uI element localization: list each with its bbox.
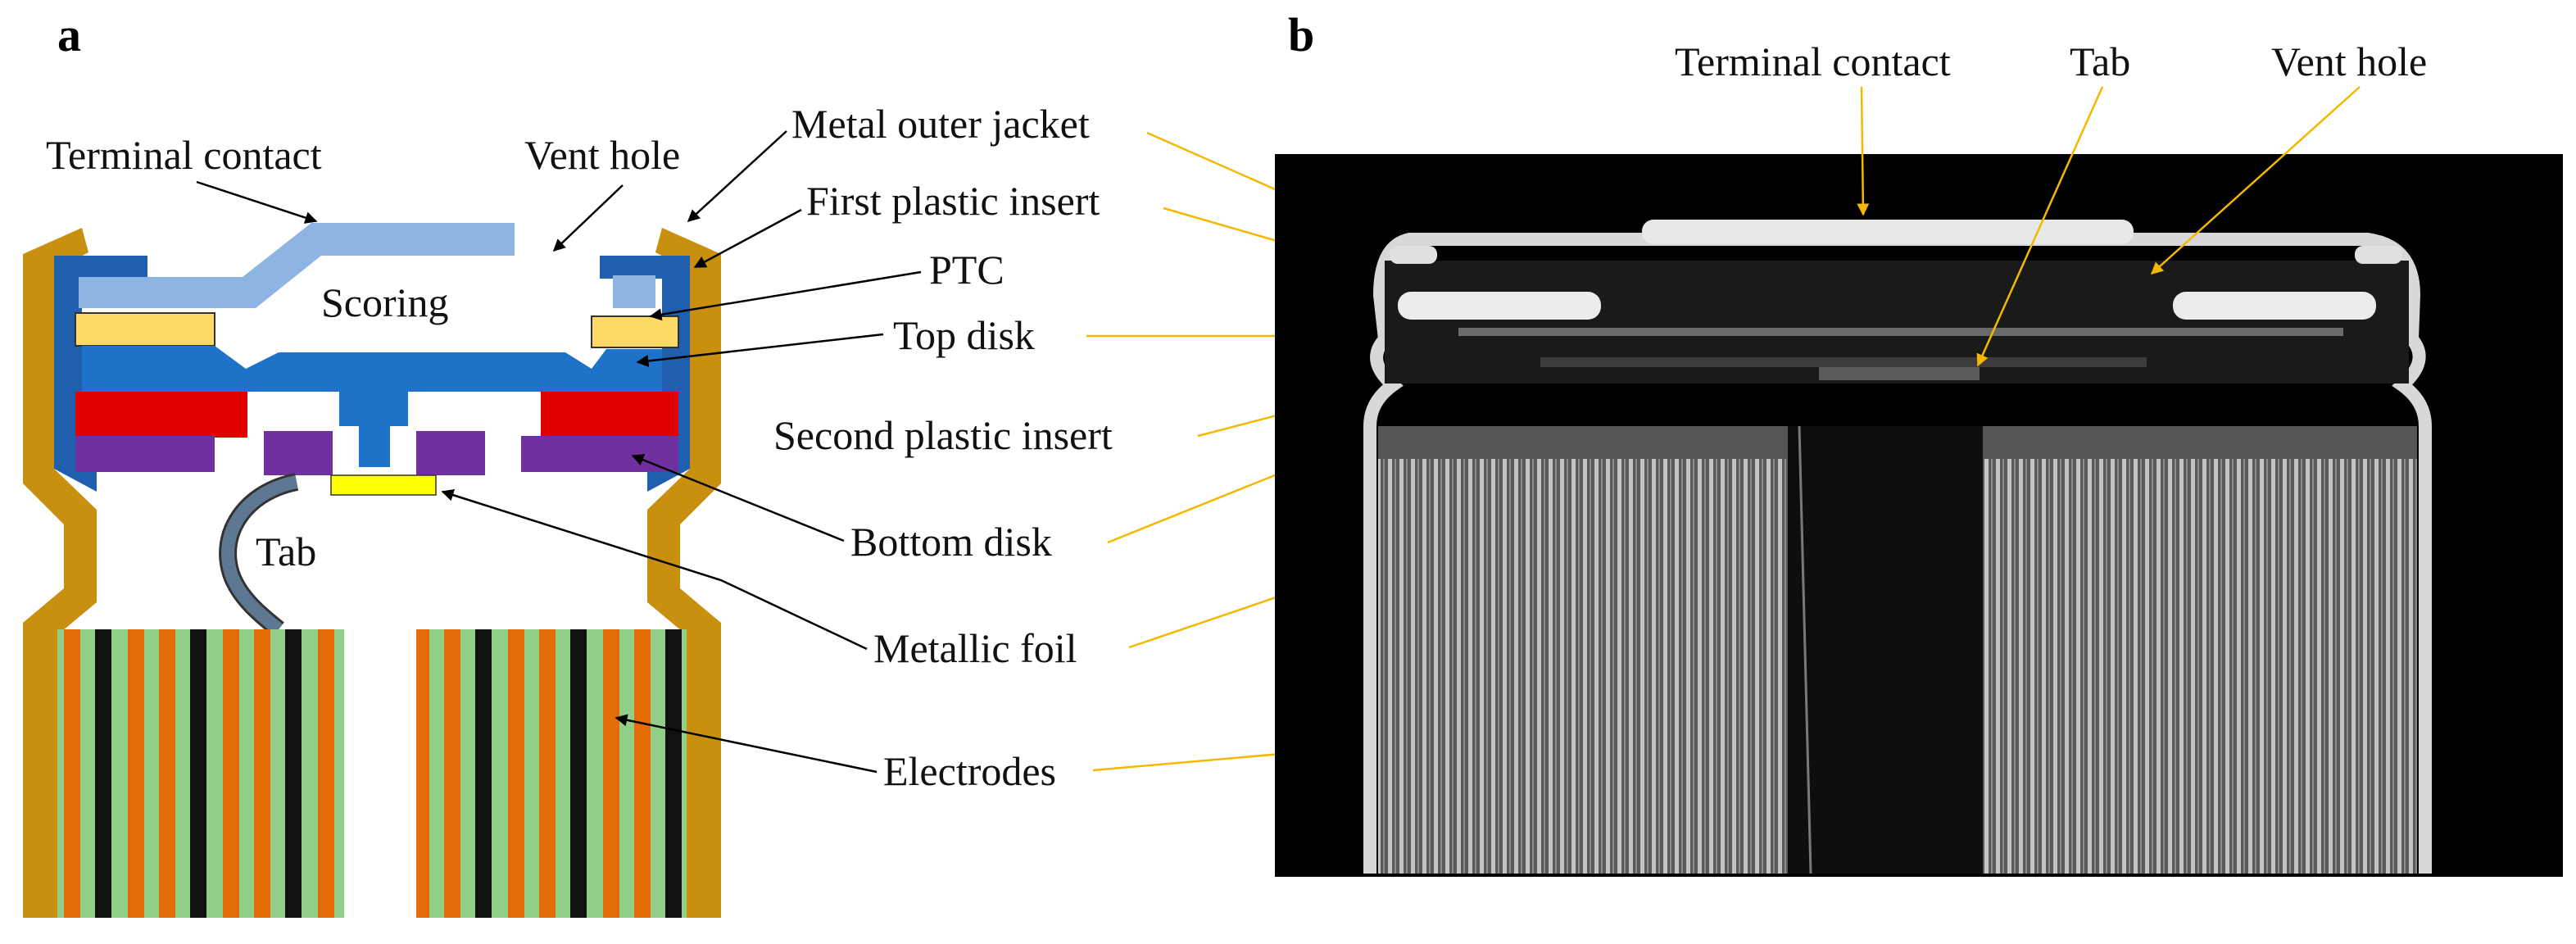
electrodes-left xyxy=(57,629,344,918)
label-top-disk: Top disk xyxy=(893,312,1035,358)
leader-electrodes-a xyxy=(615,714,878,774)
leader-top-disk-a xyxy=(636,333,884,367)
bottom-disk-center-right xyxy=(416,431,485,475)
label-tab-a: Tab xyxy=(256,529,316,574)
xray-electrodes-left xyxy=(1378,457,1788,874)
xray-tab xyxy=(1819,364,1980,380)
xray-core-line xyxy=(1798,425,1812,874)
outer-jacket-left xyxy=(23,228,97,918)
panel-a-schematic: Terminal contact Vent hole Scoring Tab xyxy=(23,132,721,918)
ptc-left xyxy=(75,312,215,347)
label-vent-hole-b: Vent hole xyxy=(2271,39,2427,84)
label-metallic-foil: Metallic foil xyxy=(873,625,1077,671)
label-vent-hole-a: Vent hole xyxy=(524,132,680,178)
leader-metal-outer-jacket-a xyxy=(687,130,787,223)
tab-strip-fill xyxy=(221,475,298,635)
xray-ptc-right xyxy=(2173,292,2376,320)
label-bottom-disk: Bottom disk xyxy=(850,519,1052,565)
terminal-contact-plate xyxy=(79,223,515,308)
leader-vent-hole-a xyxy=(552,184,624,252)
xray-terminal-contact xyxy=(1642,220,2134,244)
xray-bottom-disk xyxy=(1540,357,2147,367)
leader-terminal-contact-b xyxy=(1857,86,1870,216)
ptc-right xyxy=(591,315,679,348)
terminal-contact-right-cap xyxy=(613,275,655,308)
label-electrodes: Electrodes xyxy=(883,748,1056,794)
label-scoring: Scoring xyxy=(321,279,449,325)
top-disk xyxy=(82,346,662,467)
panel-letter-b: b xyxy=(1288,8,1314,61)
xray-first-insert-right xyxy=(2355,246,2402,264)
label-metal-outer-jacket: Metal outer jacket xyxy=(791,101,1090,147)
electrodes-right xyxy=(416,629,687,918)
label-first-plastic-insert: First plastic insert xyxy=(806,178,1100,224)
leader-vent-hole-b xyxy=(2150,86,2361,275)
bottom-disk-right xyxy=(521,436,678,472)
panel-b-xray: Terminal contact Tab Vent hole xyxy=(1275,39,2563,877)
label-terminal-contact-b: Terminal contact xyxy=(1675,39,1951,84)
bottom-disk-center-left xyxy=(264,431,333,475)
outer-jacket-right xyxy=(647,228,721,918)
leader-first-plastic-insert-a xyxy=(693,208,802,269)
center-labels: Metal outer jacket First plastic insert … xyxy=(441,101,1863,794)
leader-metallic-foil-a xyxy=(441,488,868,651)
second-plastic-insert-right xyxy=(541,392,678,438)
label-tab-b: Tab xyxy=(2070,39,2130,84)
leader-bottom-disk-a xyxy=(631,454,845,542)
xray-electrodes-right xyxy=(1983,457,2417,874)
label-second-plastic-insert: Second plastic insert xyxy=(773,412,1113,458)
xray-core-gap xyxy=(1788,426,1983,874)
xray-casing xyxy=(1363,233,2432,874)
label-terminal-contact-a: Terminal contact xyxy=(46,132,322,178)
xray-ptc-left xyxy=(1398,292,1601,320)
panel-letter-a: a xyxy=(57,8,81,61)
second-plastic-insert-left xyxy=(75,392,247,438)
xray-top-disk xyxy=(1458,328,2343,336)
label-ptc: PTC xyxy=(929,247,1005,293)
leader-terminal-contact-a xyxy=(196,180,318,224)
leader-ptc-a xyxy=(649,270,922,321)
bottom-disk-left xyxy=(75,436,215,472)
leader-tab-b xyxy=(1976,86,2104,367)
xray-first-insert-left xyxy=(1390,246,1437,264)
metallic-foil xyxy=(330,474,437,496)
